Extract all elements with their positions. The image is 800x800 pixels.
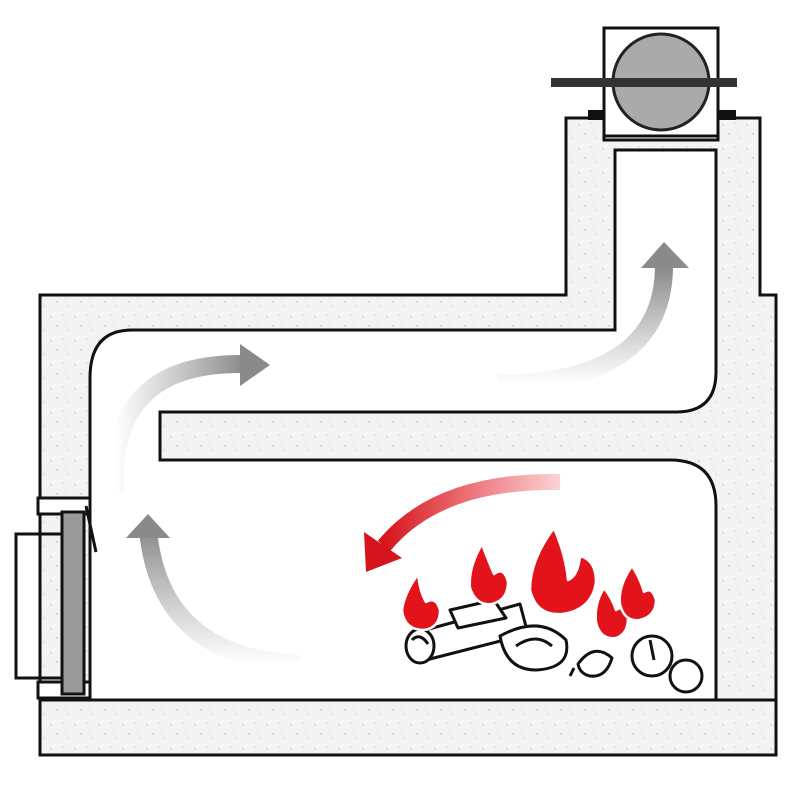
log-icon xyxy=(404,598,704,694)
chimney-ledge-left xyxy=(588,110,608,120)
door-handle xyxy=(14,532,62,680)
chimney-ledge-right xyxy=(716,110,736,120)
firebox-door-icon xyxy=(14,496,98,700)
flame-icon xyxy=(400,526,658,640)
stove-base-slab xyxy=(38,698,778,757)
damper-bar xyxy=(551,78,737,87)
smoke-arrow-icon xyxy=(105,242,689,673)
draft-arrow-icon xyxy=(364,473,561,572)
chimney-pipe-icon xyxy=(551,26,737,138)
